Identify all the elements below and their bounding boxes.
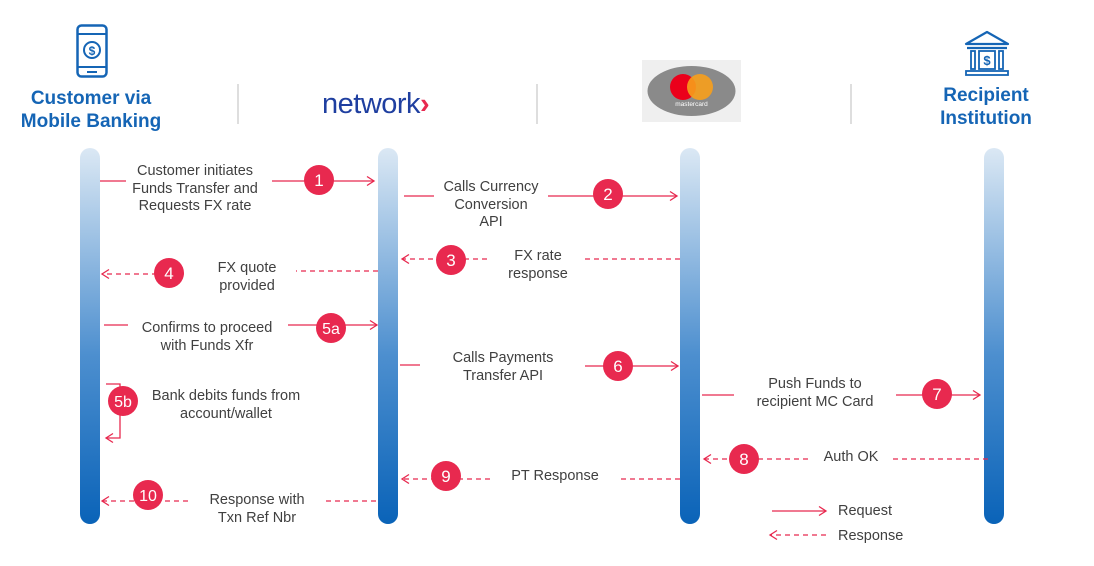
step-label-line: account/wallet [180, 405, 272, 422]
arrow-head [400, 473, 410, 485]
step-label-line: Push Funds to [768, 376, 862, 392]
step-number-5a: 5a [322, 321, 340, 338]
step-number-4: 4 [164, 264, 173, 283]
step-number-7: 7 [932, 385, 941, 404]
lifeline-mastercard [680, 148, 700, 524]
mobile-dollar-icon: $ [76, 24, 108, 78]
step-badge-1 [304, 165, 334, 195]
step-label-line: Auth OK [823, 449, 879, 465]
arrow-head [400, 253, 410, 265]
step-badge-4 [154, 258, 184, 288]
step-label-line: PT Response [511, 468, 599, 484]
step-number-8: 8 [739, 450, 748, 469]
step-badge-9 [431, 461, 461, 491]
actor-recipient-line1: Recipient [943, 85, 1029, 106]
lifeline-recipient [984, 148, 1004, 524]
step-label-line: Confirms to proceed [141, 320, 273, 336]
step-label-line: FX rate [514, 248, 562, 264]
step-label-line: Calls Currency [443, 179, 539, 195]
step-label-line: Requests FX rate [138, 198, 252, 214]
actor-customer: Customer via Mobile Banking [10, 87, 172, 133]
step-badge-2 [593, 179, 623, 209]
legend-response-label: Response [838, 528, 904, 544]
step-badge-10 [133, 480, 163, 510]
step-label-line: Funds Transfer and [132, 180, 258, 197]
arrow-head [702, 453, 712, 465]
arrow-head [768, 529, 778, 541]
step-label-line: response [508, 265, 568, 282]
svg-text:$: $ [983, 53, 991, 68]
actor-customer-line1: Customer via [30, 88, 152, 109]
self-loop-5b-head [104, 432, 114, 444]
step-number-10: 10 [139, 488, 157, 505]
step-number-5b: 5b [114, 394, 132, 411]
step-label-line: Calls Payments [452, 350, 554, 366]
lifeline-customer [80, 148, 100, 524]
step-number-6: 6 [613, 357, 622, 376]
network-logo: network› [322, 88, 430, 121]
arrow-head [369, 319, 379, 331]
arrow-head [100, 268, 110, 280]
step-number-3: 3 [446, 251, 455, 270]
step-label-line: Transfer API [462, 367, 544, 384]
step-badge-5a [316, 313, 346, 343]
step-number-2: 2 [603, 185, 612, 204]
step-label-line: Txn Ref Nbr [217, 509, 297, 526]
step-badge-8 [729, 444, 759, 474]
mastercard-logo-text: mastercard [675, 101, 708, 108]
step-label-line: recipient MC Card [756, 393, 874, 410]
step-label-line: API [479, 214, 503, 230]
bank-building-icon: $ [964, 30, 1010, 76]
lifeline-network [378, 148, 398, 524]
step-label-line: Conversion [454, 196, 528, 213]
step-label-line: FX quote [217, 260, 277, 276]
step-number-9: 9 [441, 467, 450, 486]
step-label-9: PT Response [455, 468, 655, 486]
arrow-head [366, 175, 376, 187]
step-badge-5b [108, 386, 138, 416]
step-label-line: Customer initiates [136, 163, 254, 179]
step-label-line: with Funds Xfr [160, 337, 254, 354]
arrow-head [670, 360, 680, 372]
step-label-line: provided [219, 277, 275, 294]
legend-request-label: Request [838, 503, 893, 519]
actor-customer-line2: Mobile Banking [20, 111, 162, 132]
mastercard-logo: mastercard [642, 60, 741, 122]
actor-recipient-line2: Institution [940, 108, 1032, 129]
svg-text:$: $ [89, 44, 96, 58]
step-badge-7 [922, 379, 952, 409]
mastercard-logo-graphic [647, 66, 736, 116]
step-number-1: 1 [314, 171, 323, 190]
step-badge-3 [436, 245, 466, 275]
step-label-line: Response with [209, 492, 305, 508]
network-logo-text: network [322, 88, 421, 120]
step-label-line: Bank debits funds from [151, 388, 301, 404]
step-label-8: Auth OK [751, 449, 951, 467]
arrow-head [100, 495, 110, 507]
arrow-head [972, 389, 982, 401]
arrow-head [818, 505, 828, 517]
arrow-head [669, 190, 679, 202]
network-logo-chevron: › [420, 88, 430, 120]
actor-recipient: Recipient Institution [908, 84, 1064, 130]
step-badge-6 [603, 351, 633, 381]
